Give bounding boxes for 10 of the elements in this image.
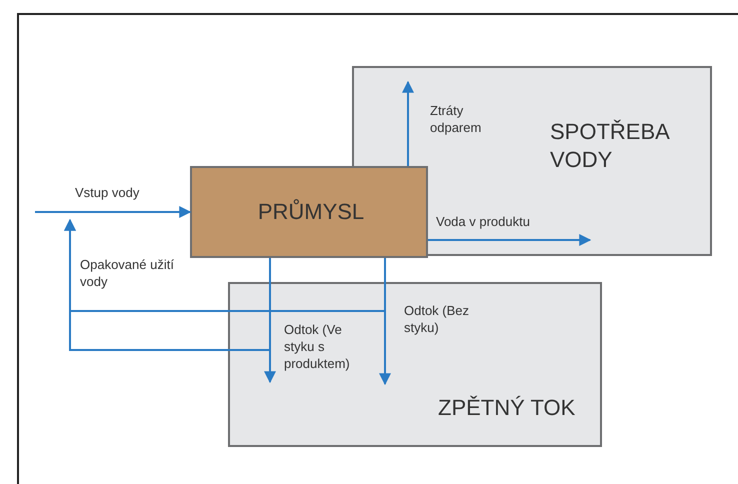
arrow [402, 80, 414, 166]
box-title: SPOTŘEBA VODY [550, 118, 670, 173]
edge-label: Odtok (Ve styku s produktem) [284, 322, 350, 373]
arrow [35, 206, 192, 218]
process-box [190, 166, 428, 258]
box-title: ZPĚTNÝ TOK [438, 394, 576, 422]
arrow [428, 234, 592, 246]
arrow [64, 218, 386, 312]
box-title: PRŮMYSL [256, 198, 366, 226]
area-box [228, 282, 602, 447]
